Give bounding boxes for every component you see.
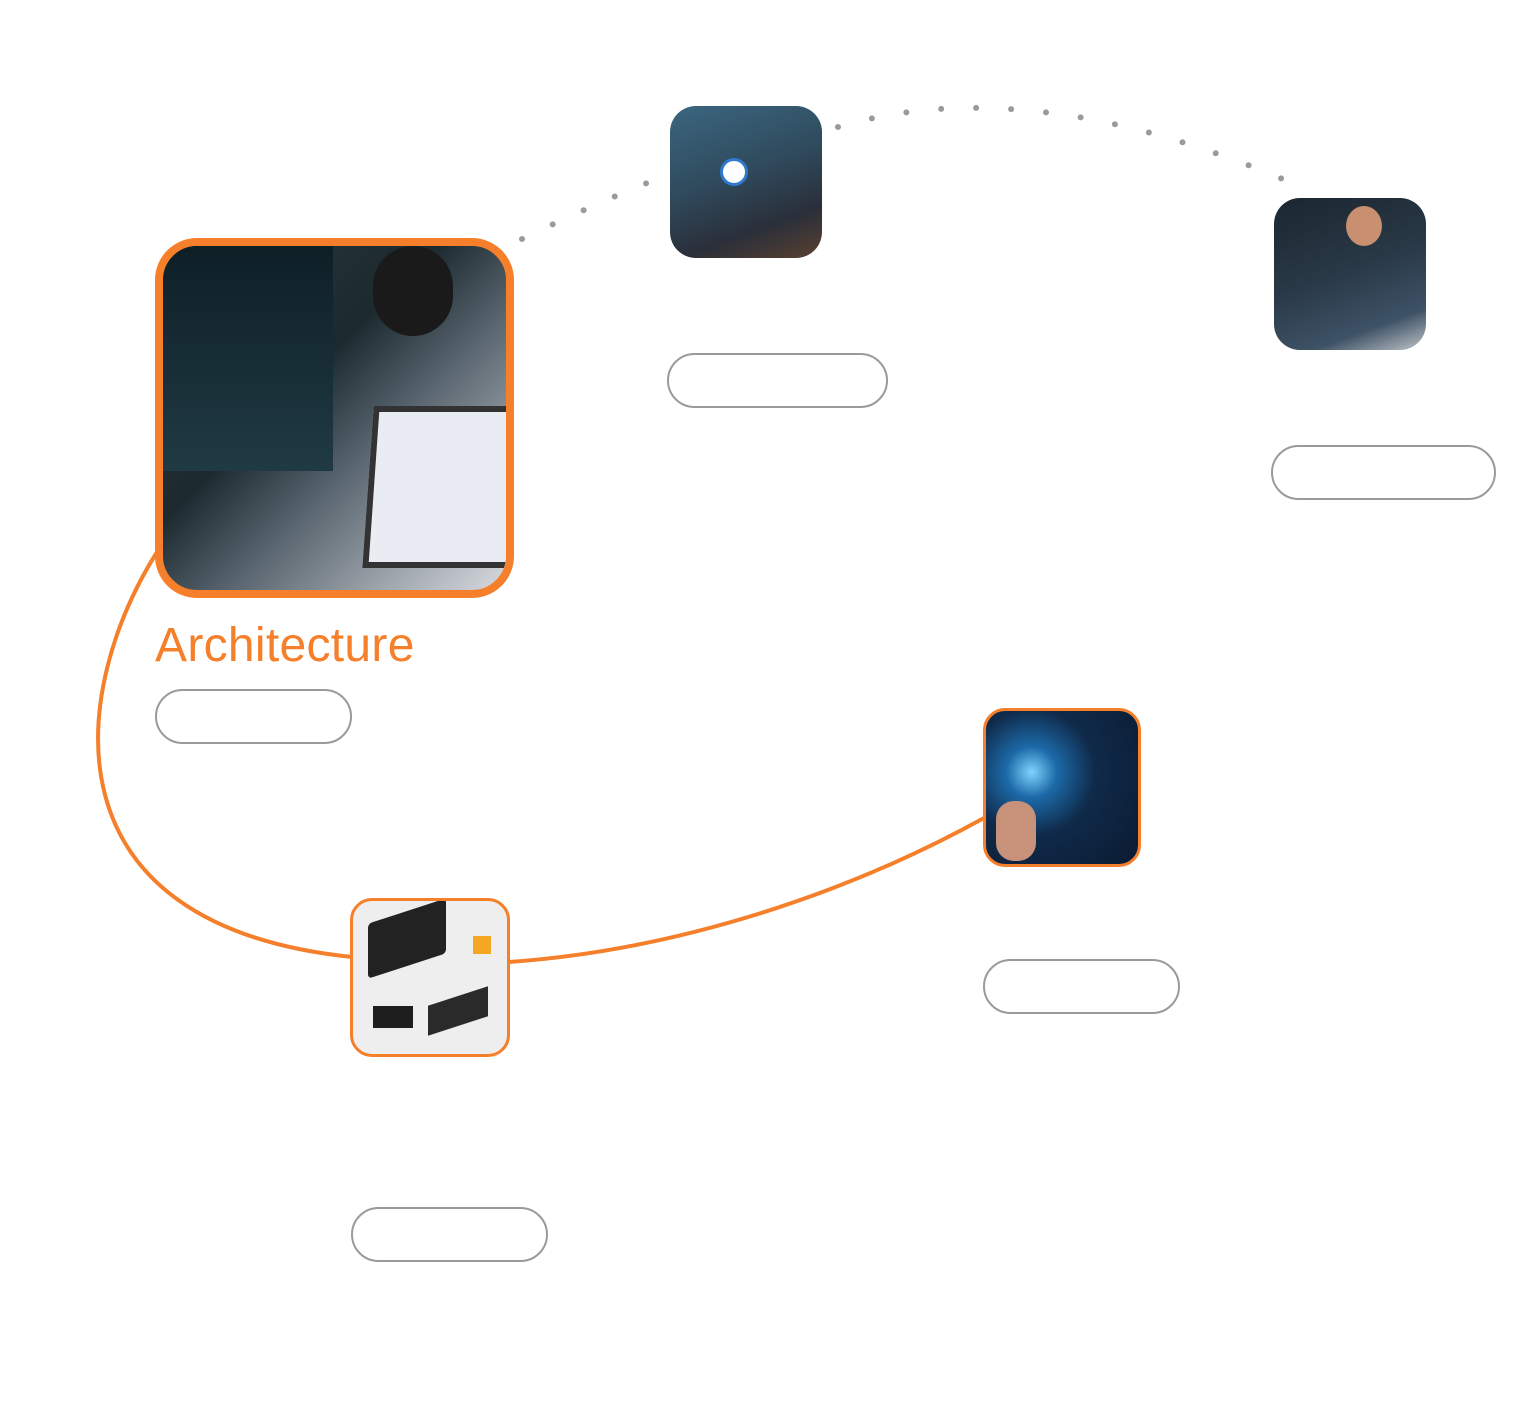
connector-architecture-design: [96, 550, 353, 959]
node-certification-image[interactable]: [670, 106, 822, 258]
node-innovation-pill[interactable]: [983, 959, 1180, 1014]
connector-design-innovation: [508, 816, 985, 964]
node-innovation-image[interactable]: [983, 708, 1141, 867]
connector-architecture-certification: [519, 173, 667, 242]
monitor-mockup: [368, 901, 446, 979]
connector-certification-coding: [835, 104, 1295, 186]
node-certification-pill[interactable]: [667, 353, 888, 408]
certificate-badge-icon: [720, 158, 748, 186]
node-coding-image[interactable]: [1274, 198, 1426, 350]
monitor-screen: [163, 246, 333, 471]
hand: [996, 801, 1036, 861]
person-face: [1346, 206, 1382, 246]
node-architecture-title: Architecture: [155, 619, 415, 672]
card-mockup: [373, 1006, 413, 1028]
person-silhouette: [373, 246, 453, 336]
node-design-image[interactable]: [350, 898, 510, 1057]
laptop-screen: [362, 406, 506, 568]
node-design-pill[interactable]: [351, 1207, 548, 1262]
device-mockup: [428, 986, 488, 1036]
node-architecture-image[interactable]: [155, 238, 514, 598]
node-coding-pill[interactable]: [1271, 445, 1496, 500]
node-architecture-pill[interactable]: [155, 689, 352, 744]
accent-block: [473, 936, 491, 954]
